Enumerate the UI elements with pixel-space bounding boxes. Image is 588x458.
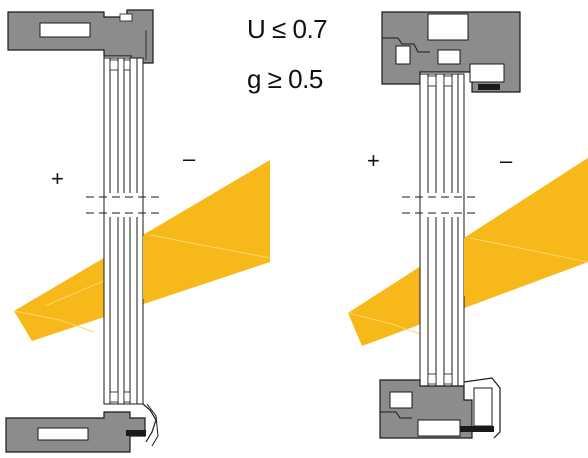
left-top-frame xyxy=(7,9,154,64)
u-value-label: U ≤ 0.7 xyxy=(247,14,328,44)
left-outside-sign: – xyxy=(183,146,195,171)
left-triple-glazing xyxy=(103,57,144,405)
right-bottom-frame xyxy=(379,377,501,439)
left-window-section xyxy=(5,9,271,453)
left-beam-exterior xyxy=(143,160,270,299)
right-window-section xyxy=(347,11,588,439)
left-break-symbol xyxy=(86,186,160,224)
right-inside-sign: + xyxy=(367,148,380,173)
left-inside-sign: + xyxy=(51,166,64,191)
right-top-frame xyxy=(381,11,521,93)
right-triple-glazing xyxy=(419,73,465,387)
right-break-symbol xyxy=(402,186,478,224)
right-outside-sign: – xyxy=(500,148,512,173)
g-value-label: g ≥ 0.5 xyxy=(247,64,323,94)
right-beam-exterior xyxy=(464,158,588,296)
left-bottom-frame xyxy=(5,403,159,453)
